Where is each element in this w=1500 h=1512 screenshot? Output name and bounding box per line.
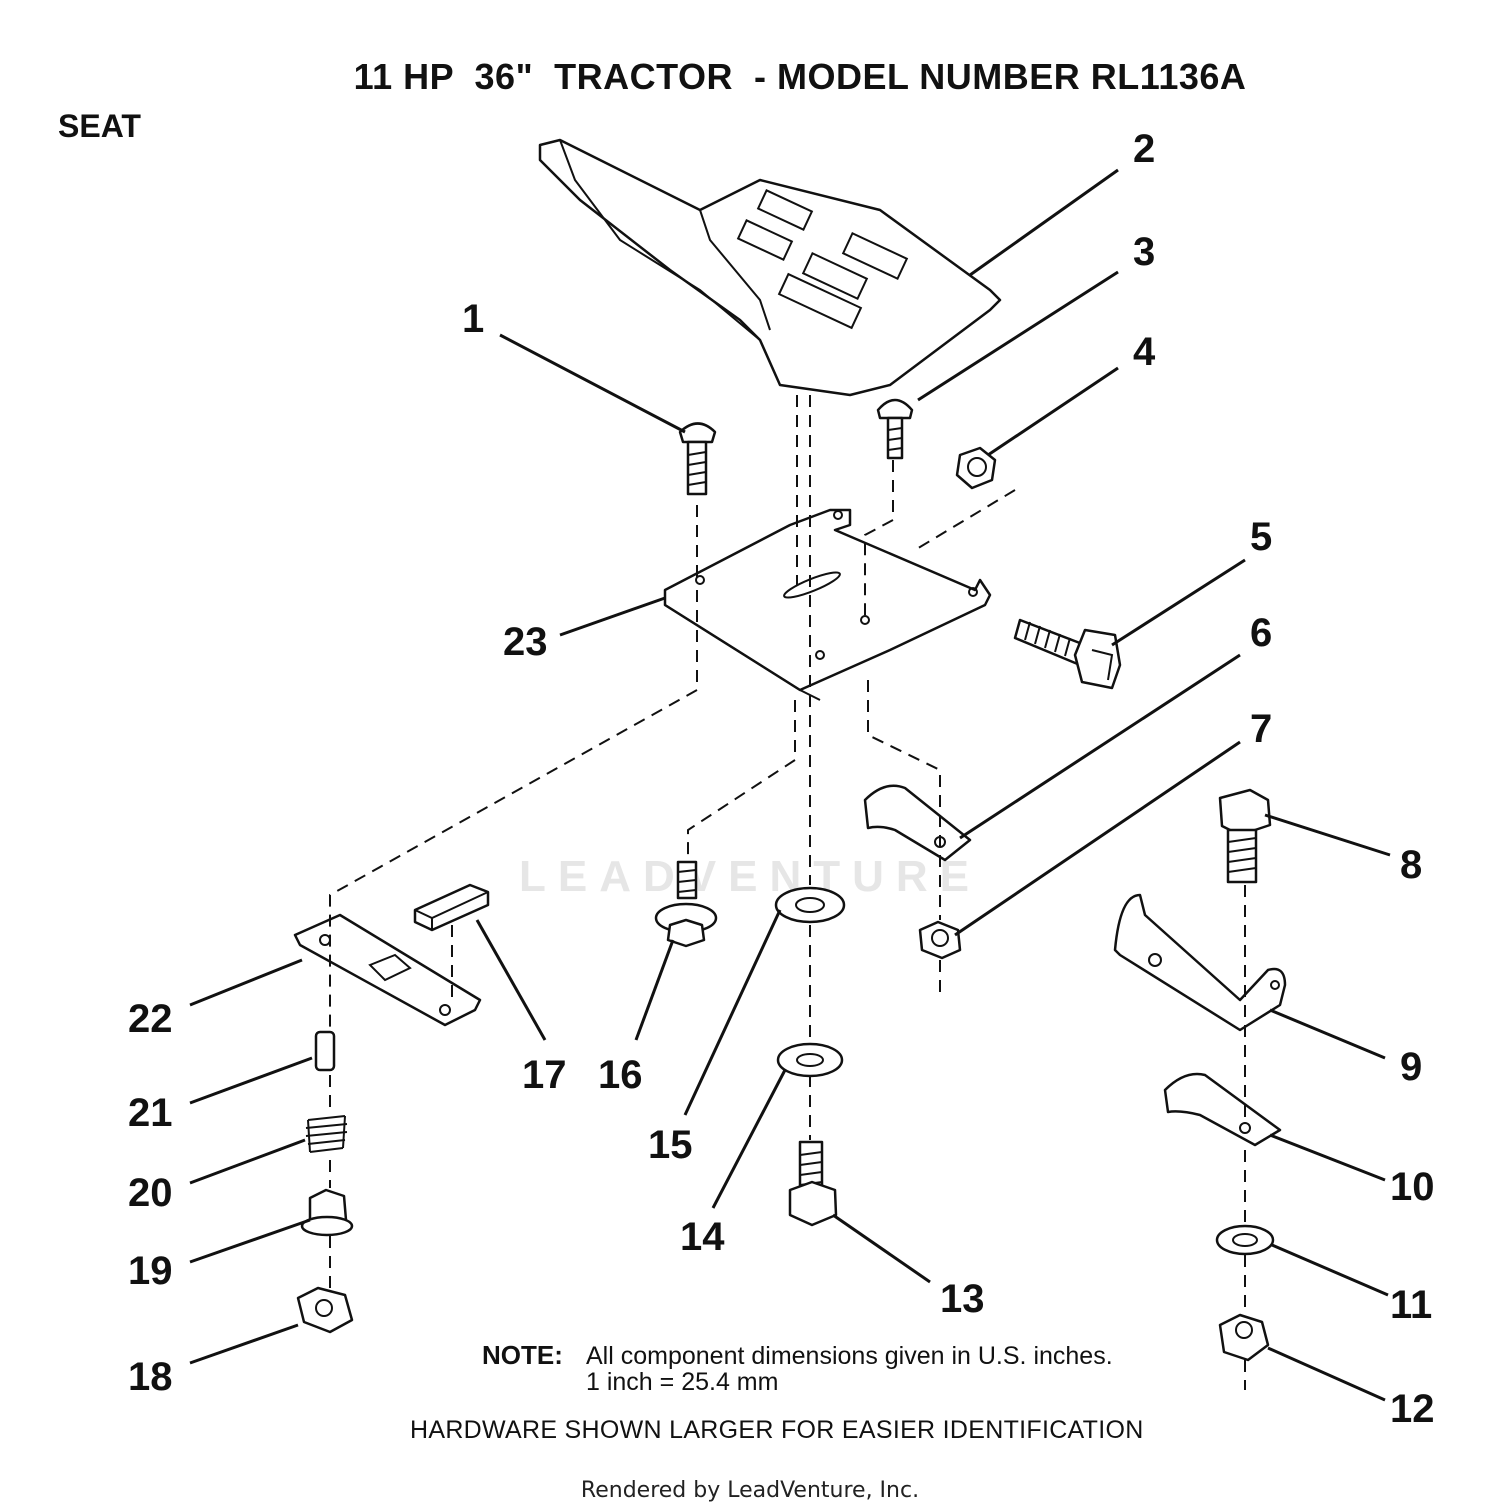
callout-20: 20 [128,1171,173,1215]
clip-part[interactable] [863,784,972,862]
page-title: 11 HP 36" TRACTOR - MODEL NUMBER RL1136A [353,56,1247,97]
bolt-part[interactable] [1218,788,1272,884]
callout-2: 2 [1133,127,1155,171]
note-text-line2: 1 inch = 25.4 mm [586,1368,779,1396]
callout-7: 7 [1250,707,1272,751]
callout-10: 10 [1390,1165,1435,1209]
callout-5: 5 [1250,515,1272,559]
callout-19: 19 [128,1249,173,1293]
callout-3: 3 [1133,230,1155,274]
callout-6: 6 [1250,611,1272,655]
callout-13: 13 [940,1277,985,1321]
hex-bolt-lower-part[interactable] [788,1140,838,1227]
callout-17: 17 [522,1053,567,1097]
shoulder-bolt-part[interactable] [654,860,718,948]
leader-lines [189,168,1391,1402]
footer-credit: Rendered by LeadVenture, Inc. [580,1478,920,1503]
callout-23: 23 [503,620,548,664]
callout-15: 15 [648,1123,693,1167]
lock-nut-part[interactable] [1218,1313,1270,1362]
nylock-nut-part[interactable] [918,920,962,960]
watermark: LEADVENTURE [518,852,982,901]
note-text-line1: All component dimensions given in U.S. i… [586,1342,1113,1370]
callout-1: 1 [462,297,484,341]
hex-bolt-part[interactable] [1013,618,1122,690]
callout-8: 8 [1400,843,1422,887]
seat-part[interactable] [538,138,1002,397]
lock-washer-part[interactable] [776,1042,844,1078]
callout-9: 9 [1400,1045,1422,1089]
carriage-bolt-part[interactable] [678,422,717,496]
flange-nut-part[interactable] [300,1188,354,1237]
latch-plate-part[interactable] [293,913,482,1027]
callout-16: 16 [598,1053,643,1097]
callout-labels: 1 2 3 4 5 6 7 8 9 10 11 12 13 14 15 16 1… [128,127,1435,1431]
callout-14: 14 [680,1215,725,1259]
pin-part[interactable] [314,1030,336,1072]
block-part[interactable] [413,883,490,932]
spring-part[interactable] [305,1115,348,1153]
bracket-part[interactable] [1113,893,1287,1032]
callout-11: 11 [1390,1283,1432,1327]
washer-part[interactable] [1215,1224,1275,1256]
section-label: SEAT [58,108,141,144]
hex-nut-part[interactable] [955,446,997,490]
callout-18: 18 [128,1355,173,1399]
callout-12: 12 [1390,1387,1435,1431]
flat-washer-part[interactable] [774,886,846,924]
clip-lower-part[interactable] [1163,1072,1282,1147]
callout-4: 4 [1133,330,1156,374]
callout-21: 21 [128,1091,173,1135]
screw-part[interactable] [876,398,914,460]
serrated-nut-part[interactable] [296,1286,354,1334]
seat-plate-part[interactable] [663,508,992,701]
callout-22: 22 [128,997,173,1041]
note-label: NOTE: [482,1340,563,1370]
assembly-lines [329,395,1246,1390]
hardware-note: HARDWARE SHOWN LARGER FOR EASIER IDENTIF… [410,1416,1144,1444]
